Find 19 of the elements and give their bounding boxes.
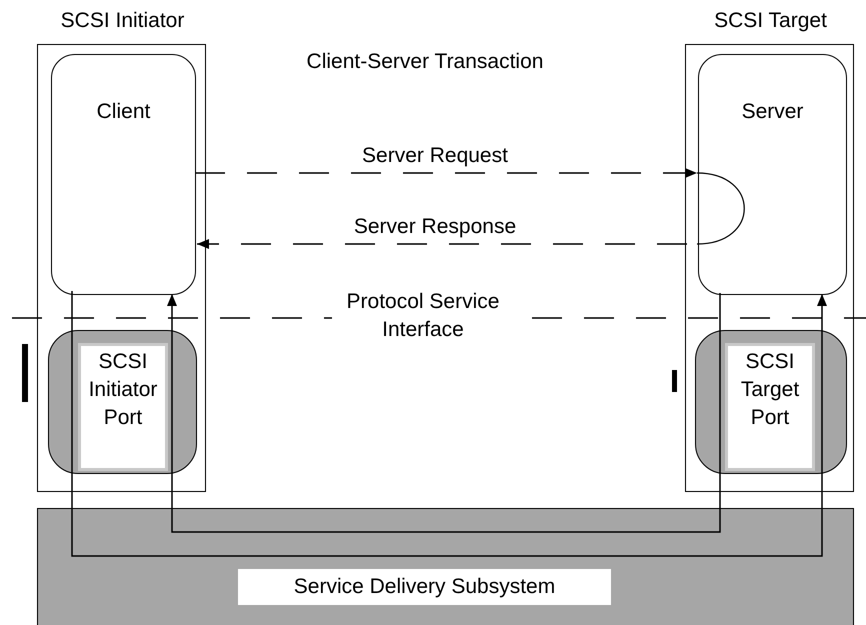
- port-label: SCSI Target Port: [725, 343, 815, 471]
- arrow: [197, 239, 687, 249]
- edge-label: Server Request: [361, 143, 509, 169]
- node-label: Client: [96, 100, 150, 124]
- container-heading: SCSI Initiator: [60, 9, 186, 33]
- node-label: Server: [742, 100, 804, 124]
- diagram-title: Client-Server Transaction: [306, 50, 544, 74]
- arrow: [817, 294, 827, 329]
- edge-label: Server Response: [352, 214, 518, 240]
- rounded-box: [51, 54, 196, 295]
- subsystem-band: [37, 508, 854, 625]
- arrow: [195, 168, 697, 178]
- node-label: Service Delivery Subsystem: [238, 569, 611, 605]
- rounded-box: [698, 54, 847, 295]
- arrow: [167, 294, 177, 329]
- port-box: [695, 330, 847, 474]
- port-box: [48, 330, 197, 474]
- container-heading: SCSI Target: [713, 9, 828, 33]
- port-label: SCSI Initiator Port: [78, 343, 168, 471]
